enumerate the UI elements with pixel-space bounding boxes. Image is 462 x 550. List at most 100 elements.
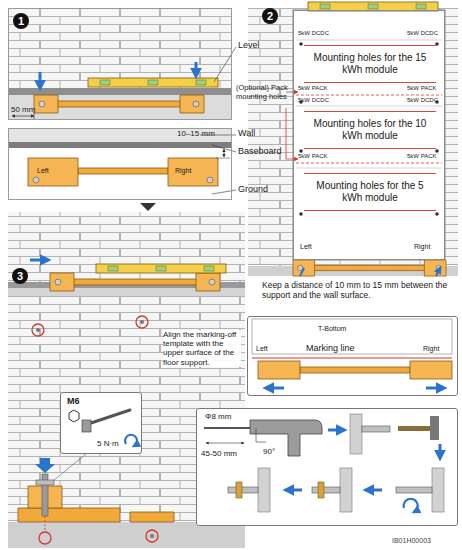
bolt-detail-part — [130, 512, 174, 522]
panel-one-scene-part — [8, 88, 232, 95]
node-text: T-Bottom — [318, 325, 378, 333]
part-label: Baseboard — [238, 146, 292, 156]
panel-one-scene-part — [34, 95, 204, 113]
template-scene-part — [435, 149, 439, 153]
panel-one-top-view — [8, 128, 232, 200]
template-scene-part — [435, 212, 439, 216]
panel-one-top-view-part — [8, 148, 232, 200]
template-mark: 5kW PACK — [298, 153, 334, 160]
part-label: (Optional) Pack mounting holes — [236, 84, 292, 101]
node-text: 10–15 mm — [177, 129, 231, 138]
panel-one-scene-part — [8, 8, 232, 90]
template-scene-part — [299, 212, 303, 216]
drill-inset-part — [430, 416, 439, 440]
drill-inset-part — [258, 468, 270, 512]
template-mark: 5kW PACK — [407, 153, 443, 160]
node-text: Right — [423, 345, 455, 353]
mounting-hole-band: Mounting holes for the 5 kWh module — [304, 173, 436, 211]
mounting-hole-band: Mounting holes for the 15 kWh module — [304, 45, 436, 83]
node-text: 5 N·m — [97, 439, 141, 448]
node-text: 90° — [263, 447, 289, 456]
panel-one-top-view-part — [8, 128, 232, 142]
step-digit: 3 — [12, 268, 28, 284]
panel-three-wall-part — [30, 259, 48, 262]
drill-inset-part — [206, 443, 244, 444]
marking-inset-part — [252, 357, 452, 358]
bolt-detail-part — [45, 516, 46, 531]
bolt-detail-part — [146, 530, 158, 542]
bolt-detail-part — [54, 454, 86, 480]
template-scene-part — [286, 108, 298, 159]
node-text: Left — [37, 167, 67, 175]
panel-three-wall-part — [96, 264, 226, 273]
torque-inset-part — [69, 410, 79, 422]
step-number: 2 — [262, 8, 278, 24]
node-text: M6 — [67, 396, 93, 406]
drill-inset-part — [432, 468, 444, 512]
node-text: 45-50 mm — [201, 449, 257, 458]
template-mark: 5kW DCDC — [298, 30, 334, 37]
marking-template: LeftRightMounting holes for the 15 kWh m… — [293, 10, 445, 260]
drill-inset-part — [404, 499, 418, 512]
drill-inset-part — [256, 428, 266, 442]
template-scene-part — [300, 268, 440, 276]
drill-inset — [196, 408, 458, 526]
node-text: Mounting holes for the 15 kWh module — [306, 52, 434, 75]
panel-three-wall-part — [140, 320, 144, 324]
bolt-detail-part — [39, 532, 51, 544]
drill-inset-part — [398, 426, 430, 431]
instruction-note: Keep a distance of 10 mm to 15 mm betwee… — [262, 281, 454, 301]
node-text: Right — [175, 167, 205, 175]
detail-inset: M6 5 N·m — [60, 392, 142, 454]
panel-one-scene — [8, 8, 232, 120]
template-mark: 5kW PACK — [298, 85, 334, 92]
panel-one-top-view-part — [78, 168, 168, 174]
panel-one-top-view-part — [224, 149, 225, 157]
template-scene-part — [299, 42, 303, 46]
step-digit: 2 — [262, 8, 278, 24]
node-text: Mounting holes for the 10 kWh module — [306, 118, 434, 141]
marking-inset — [247, 316, 458, 396]
step-digit: 1 — [13, 13, 29, 29]
panel-three-wall-part — [50, 273, 220, 291]
node-text: Marking line — [306, 343, 386, 353]
marking-inset-part — [266, 387, 284, 390]
marking-inset-part — [300, 367, 410, 373]
template-scene-part — [293, 260, 446, 276]
drill-inset-part — [204, 427, 250, 429]
drill-inset-part — [439, 444, 442, 458]
torque-inset — [60, 392, 142, 454]
drill-inset-part — [286, 489, 302, 492]
template-scene-part — [296, 40, 442, 168]
panel-one-scene-part — [8, 95, 232, 120]
torque-inset-part — [88, 410, 130, 424]
panel-one-top-view-part — [207, 177, 213, 183]
torque-inset-part — [60, 392, 142, 454]
leader-lines — [200, 47, 236, 194]
template-scene-part — [248, 8, 458, 266]
panel-three-wall-part — [32, 324, 44, 336]
drill-inset-part — [250, 420, 322, 456]
detail-inset: Φ8 mm45-50 mm90° — [196, 408, 458, 526]
leader-lines-part — [212, 190, 236, 194]
panel-one-scene-part — [39, 72, 42, 88]
node-text: Mounting holes for the 5 kWh module — [306, 180, 434, 203]
bolt-detail-part — [35, 458, 55, 473]
drill-inset-part — [318, 482, 324, 498]
drill-inset-part — [396, 487, 432, 493]
marking-inset-part — [247, 316, 458, 396]
template-scene-part — [286, 92, 298, 93]
marking-inset-part — [426, 387, 444, 390]
drill-inset-part — [228, 487, 258, 493]
drill-inset-part — [340, 468, 352, 512]
flow-triangle — [140, 203, 156, 211]
panel-one-scene-part — [195, 62, 198, 76]
panel-one-top-view-part — [33, 177, 39, 183]
mounting-hole-band: Mounting holes for the 10 kWh module — [304, 111, 436, 149]
node-text: Right — [414, 243, 442, 251]
drill-inset-part — [362, 426, 390, 432]
panel-one-top-view-part — [28, 158, 78, 186]
panel-one-top-view-part — [8, 142, 232, 148]
part-label: Level — [238, 40, 278, 50]
